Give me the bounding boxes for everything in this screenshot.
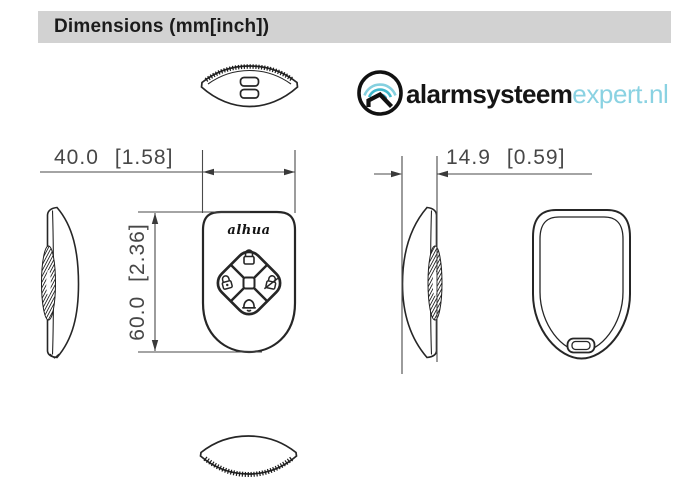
top-slot-2 <box>239 88 260 99</box>
dim-height-inch: [2.36] <box>126 223 149 282</box>
dim-width-label: 40.0 [1.58] <box>54 146 173 170</box>
dim-depth-lines <box>374 156 592 374</box>
device-brand-marking: alhua <box>227 223 271 238</box>
wifi-house-icon <box>357 70 403 116</box>
front-view <box>201 210 297 354</box>
page-title: Dimensions (mm[inch]) <box>54 16 270 37</box>
dim-height-label: 60.0 [2.36] <box>126 207 152 357</box>
section-header-bar: Dimensions (mm[inch]) <box>38 11 671 43</box>
left-side-view <box>41 206 80 359</box>
dim-height-lines <box>138 211 262 353</box>
home-arm-lock-icon <box>221 275 233 290</box>
back-view <box>532 209 631 360</box>
bottom-view <box>199 435 298 478</box>
vendor-logo-light-text: expert.nl <box>572 79 669 109</box>
disarm-lock-icon <box>263 275 279 290</box>
dim-width-lines <box>40 150 296 213</box>
bottom-serration <box>203 456 294 478</box>
dim-depth-inch: [0.59] <box>506 146 566 169</box>
sos-bell-icon <box>242 298 256 312</box>
dim-depth-label: 14.9 [0.59] <box>446 146 565 170</box>
top-view <box>200 64 299 108</box>
top-serration <box>204 64 295 82</box>
dim-depth-mm: 14.9 <box>446 146 491 169</box>
dim-width-inch: [1.58] <box>114 146 174 169</box>
dim-height-mm: 60.0 <box>126 295 149 341</box>
arm-lock-icon <box>243 249 255 265</box>
button-cluster <box>216 249 282 316</box>
dim-width-mm: 40.0 <box>54 146 99 169</box>
vendor-logo-bold-text: alarmsysteem <box>406 79 573 109</box>
center-square <box>242 276 256 290</box>
right-side-view <box>401 206 443 359</box>
top-slot-1 <box>239 76 260 87</box>
